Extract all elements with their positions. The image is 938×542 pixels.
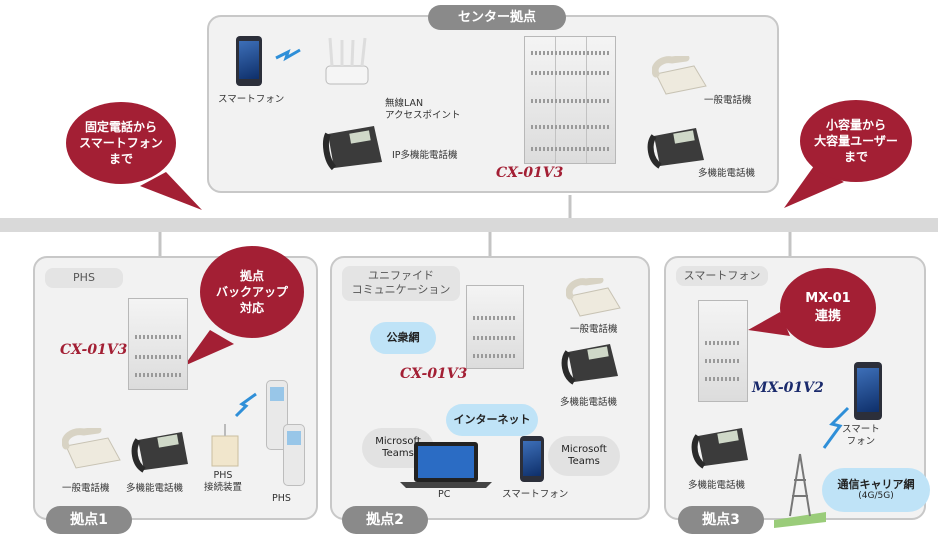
phs-label: PHS	[272, 493, 291, 504]
callout-left-tail	[140, 172, 202, 210]
base1-general-phone-image	[62, 428, 121, 469]
phs-handset-1	[266, 380, 288, 450]
base2-smartphone-image	[520, 436, 544, 482]
public-network-cloud: 公衆網	[370, 322, 436, 354]
wlan-ap-label-line1: 無線LAN	[385, 98, 424, 109]
center-panel	[207, 15, 779, 193]
center-smartphone-label: スマートフォン	[218, 94, 285, 105]
base1-multi-phone-image	[131, 432, 188, 473]
base2-tag: ユニファイド コミュニケーション	[342, 266, 460, 301]
phs-handset-2	[283, 424, 305, 486]
base1-model-name: CX-01V3	[60, 342, 128, 358]
phs-connector-image	[211, 424, 239, 467]
base3-signal-icon	[822, 406, 850, 449]
phs-connector-label: PHS 接続装置	[204, 470, 242, 494]
base3-smartphone-label: スマート フォン	[842, 424, 880, 448]
callout-base1: 拠点 バックアップ 対応	[200, 246, 304, 338]
phs-signal-icon	[234, 392, 257, 418]
center-general-phone-label: 一般電話機	[704, 95, 752, 106]
base2-smartphone-label: スマートフォン	[502, 489, 569, 500]
base3-tag: スマートフォン	[676, 266, 768, 287]
center-general-phone-image	[652, 56, 707, 95]
base3-model-name: MX-01V2	[752, 380, 824, 396]
base3-multi-phone-label: 多機能電話機	[688, 480, 746, 491]
callout-base3-line1: MX-01	[805, 291, 851, 307]
base2-server	[466, 285, 524, 369]
base1-multi-phone-label: 多機能電話機	[126, 483, 184, 494]
callout-base3: MX-01 連携	[780, 268, 876, 348]
wlan-ap-label: 無線LAN アクセスポイント	[385, 98, 461, 122]
carrier-network-cloud: 通信キャリア網 (4G/5G)	[822, 468, 930, 512]
pc-label: PC	[438, 489, 451, 500]
base3-smartphone-image	[854, 362, 882, 420]
callout-left-line2: スマートフォン	[79, 135, 163, 150]
center-title: センター拠点	[428, 5, 566, 30]
base1-callout-tail	[184, 330, 234, 366]
base3-smartphone-label-line2: フォン	[846, 435, 876, 447]
internet-cloud: インターネット	[446, 404, 538, 436]
callout-base3-line2: 連携	[814, 309, 841, 324]
callout-left-line3: まで	[108, 152, 133, 167]
callout-base1-line1: 拠点	[239, 268, 264, 283]
base3-multi-phone-image	[691, 428, 748, 469]
base2-tag-line2: コミュニケーション	[351, 283, 451, 297]
pc-laptop-image	[400, 442, 492, 488]
base3-smartphone-label-line1: スマート	[842, 424, 880, 435]
base1-title: 拠点1	[46, 506, 132, 534]
cell-tower-image	[774, 453, 826, 528]
center-multi-phone-label: 多機能電話機	[698, 168, 756, 179]
phs-connector-label-line1: PHS	[213, 470, 233, 481]
base2-model-name: CX-01V3	[400, 366, 468, 382]
callout-right: 小容量から 大容量ユーザー まで	[800, 100, 912, 182]
teams-right-line2: Teams	[568, 456, 600, 467]
center-model-name: CX-01V3	[496, 165, 564, 181]
base2-multi-phone-image	[561, 344, 618, 385]
wlan-ap-label-line2: アクセスポイント	[385, 109, 461, 121]
wlan-access-point-image	[325, 37, 369, 85]
callout-left-line1: 固定電話から	[84, 119, 157, 134]
teams-bubble-right: Microsoft Teams	[548, 436, 620, 476]
base2-title: 拠点2	[342, 506, 428, 534]
wifi-signal-icon	[275, 48, 301, 62]
carrier-network-line1: 通信キャリア網	[837, 477, 915, 491]
center-multi-phone-image	[647, 128, 704, 169]
base1-server	[128, 298, 188, 390]
carrier-network-line2: (4G/5G)	[858, 491, 894, 502]
teams-right-line1: Microsoft	[561, 443, 607, 455]
teams-left-line2: Teams	[382, 448, 414, 459]
center-server-rack	[524, 36, 616, 164]
ip-phone-label: IP多機能電話機	[392, 150, 458, 161]
base3-server	[698, 300, 748, 402]
base3-title: 拠点3	[678, 506, 764, 534]
callout-left: 固定電話から スマートフォン まで	[66, 102, 176, 184]
backbone-bar	[0, 218, 938, 232]
base2-general-phone-label: 一般電話機	[570, 324, 618, 335]
base1-tag: PHS	[45, 268, 123, 289]
callout-right-line3: まで	[843, 150, 868, 165]
base2-multi-phone-label: 多機能電話機	[560, 397, 618, 408]
ip-phone-image	[323, 126, 382, 171]
callout-right-line2: 大容量ユーザー	[814, 133, 898, 148]
base1-general-phone-label: 一般電話機	[62, 483, 110, 494]
center-smartphone-image	[236, 36, 262, 86]
callout-base1-line2: バックアップ	[215, 284, 288, 299]
base2-tag-line1: ユニファイド	[368, 269, 434, 282]
callout-base1-line3: 対応	[239, 301, 264, 316]
base2-general-phone-image	[566, 278, 621, 317]
base3-callout-tail	[748, 312, 790, 336]
callout-right-line1: 小容量から	[825, 117, 886, 132]
phs-connector-label-line2: 接続装置	[204, 481, 243, 493]
teams-left-line1: Microsoft	[375, 435, 421, 447]
